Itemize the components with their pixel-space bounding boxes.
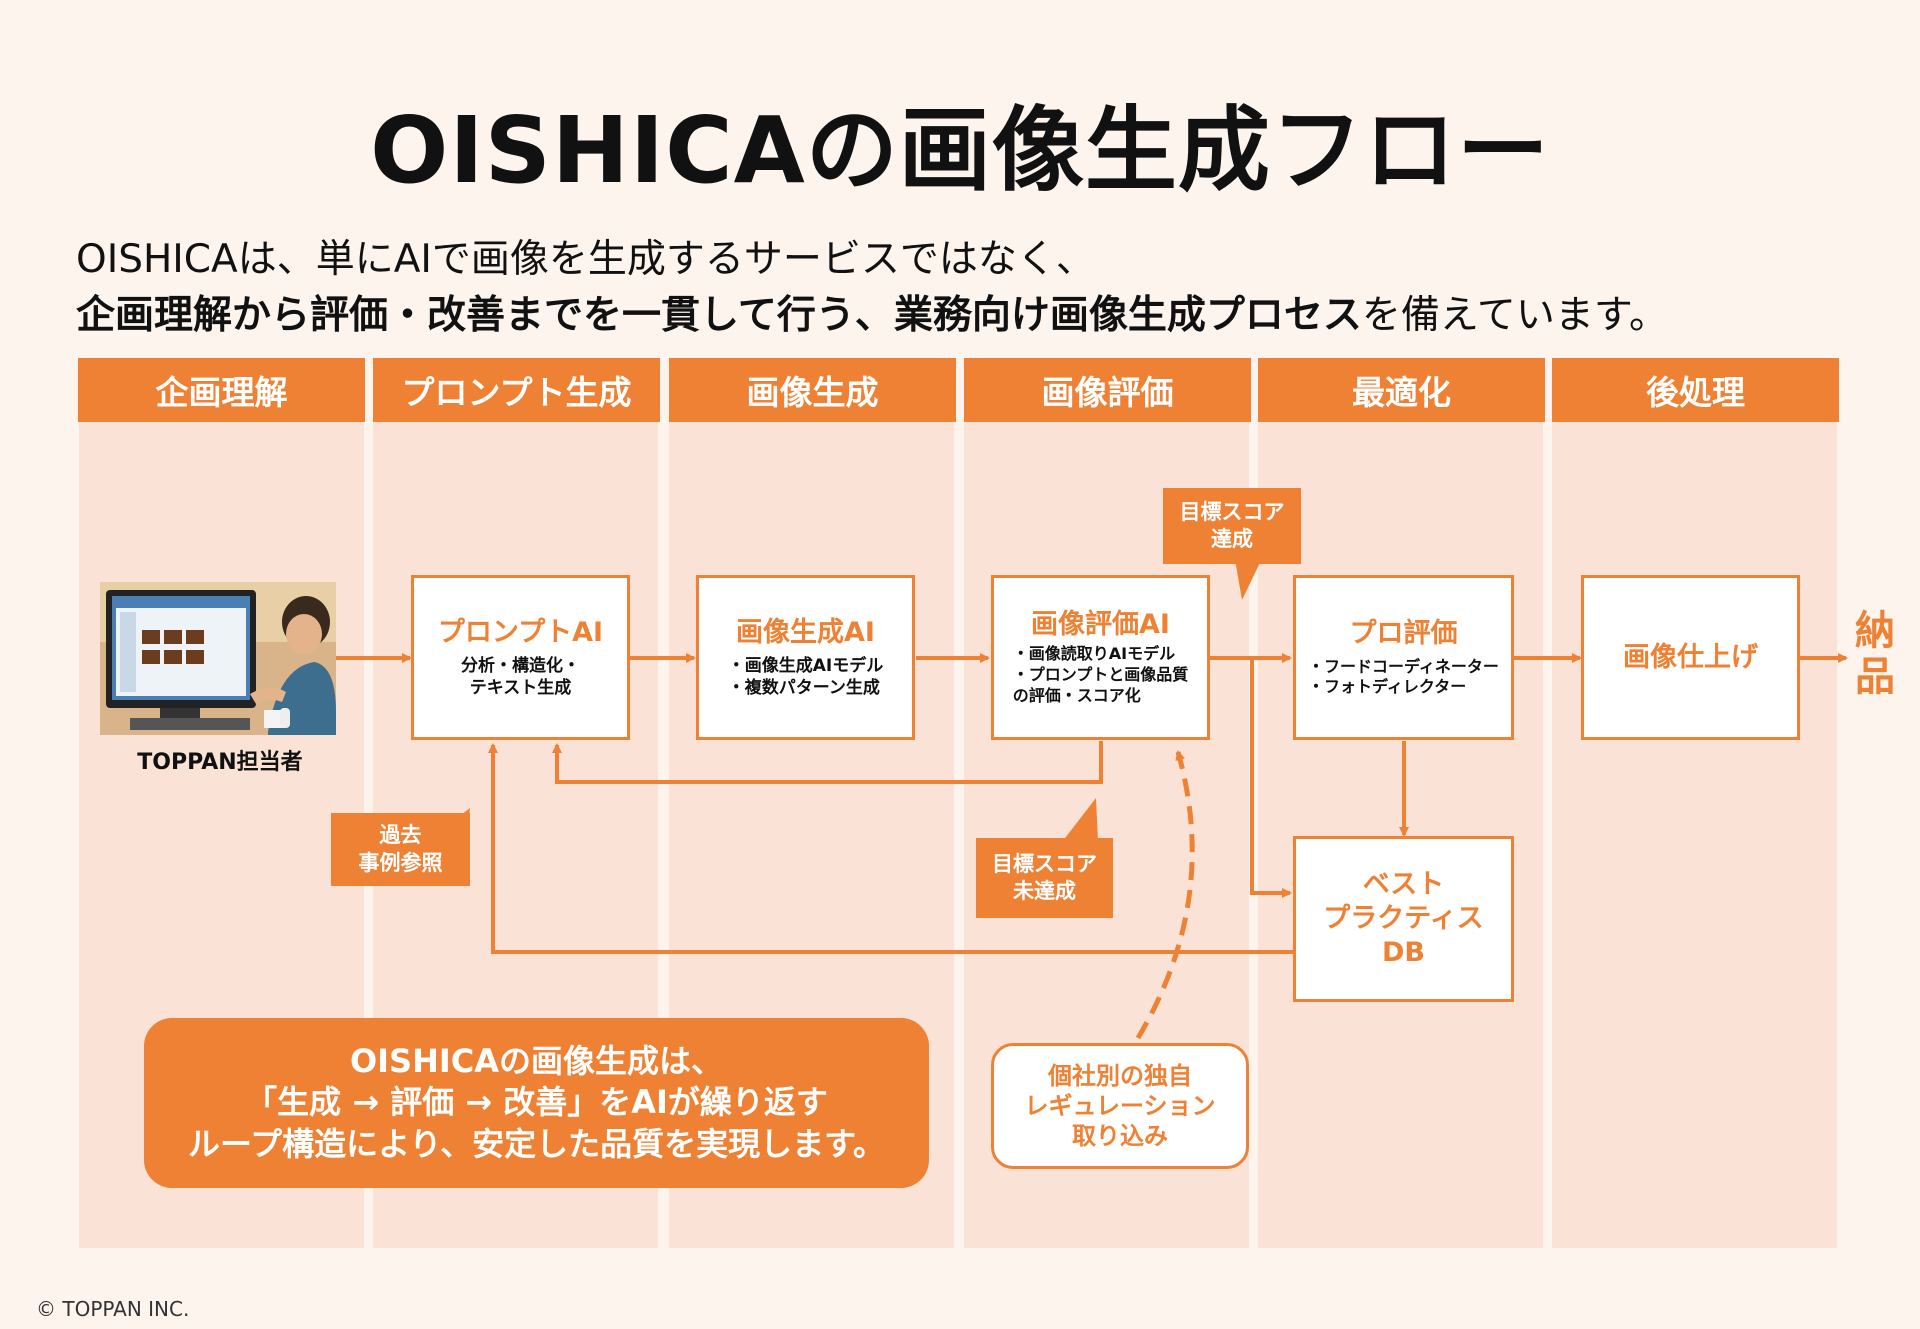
subtitle-tail: を備えています。 bbox=[1361, 293, 1668, 338]
arrow-db-feedback bbox=[488, 743, 1296, 954]
box-image-finish-title: 画像仕上げ bbox=[1623, 641, 1758, 673]
box-pro-eval: プロ評価 ・フードコーディネーター ・フォトディレクター bbox=[1293, 575, 1514, 740]
arrow-eval-to-db bbox=[1250, 658, 1292, 898]
subtitle-line2: 企画理解から評価・改善までを一貫して行う、業務向け画像生成プロセスを備えています… bbox=[76, 296, 1668, 335]
person-label: TOPPAN担当者 bbox=[137, 750, 303, 775]
arrow-regulation-dashed bbox=[1135, 750, 1195, 1040]
box-regulation: 個社別の独自 レギュレーション 取り込み bbox=[991, 1043, 1249, 1169]
tag-score-achieved: 目標スコア 達成 bbox=[1163, 488, 1301, 564]
box-image-gen-ai-desc: ・画像生成AIモデル ・複数パターン生成 bbox=[727, 656, 884, 699]
lane-header-prompt: プロンプト生成 bbox=[373, 358, 660, 422]
callout-line2: 「生成 → 評価 → 改善」をAIが繰り返す bbox=[245, 1083, 828, 1122]
box-prompt-ai: プロンプトAI 分析・構造化・ テキスト生成 bbox=[411, 575, 630, 740]
arrow-retry-loop bbox=[552, 741, 1103, 784]
lane-header-optimize: 最適化 bbox=[1258, 358, 1545, 422]
box-image-eval-ai: 画像評価AI ・画像読取りAIモデル ・プロンプトと画像品質 の評価・スコア化 bbox=[991, 575, 1210, 740]
tag-past-cases: 過去 事例参照 bbox=[331, 813, 470, 886]
box-best-practice-db: ベスト プラクティス DB bbox=[1293, 836, 1514, 1002]
box-best-practice-db-title: ベスト プラクティス DB bbox=[1323, 869, 1484, 968]
box-pro-eval-desc: ・フードコーディネーター ・フォトディレクター bbox=[1308, 656, 1499, 697]
person-at-computer-illustration bbox=[100, 582, 336, 735]
box-prompt-ai-desc: 分析・構造化・ テキスト生成 bbox=[461, 656, 580, 699]
tag-pointer-not-achieved bbox=[1062, 798, 1098, 842]
box-pro-eval-title: プロ評価 bbox=[1349, 617, 1458, 649]
callout-line3: ループ構造により、安定した品質を実現します。 bbox=[188, 1124, 885, 1163]
lane-header-planning: 企画理解 bbox=[78, 358, 365, 422]
lane-header-image-gen: 画像生成 bbox=[669, 358, 956, 422]
delivery-label: 納 品 bbox=[1855, 608, 1895, 700]
lane-header-post: 後処理 bbox=[1552, 358, 1839, 422]
lane-post bbox=[1552, 420, 1837, 1248]
copyright: © TOPPAN INC. bbox=[36, 1297, 190, 1321]
box-image-gen-ai-title: 画像生成AI bbox=[736, 616, 875, 648]
callout-line1: OISHICAの画像生成は、 bbox=[349, 1041, 724, 1080]
tag-score-not-achieved: 目標スコア 未達成 bbox=[976, 838, 1113, 918]
page-title: OISHICAの画像生成フロー bbox=[370, 97, 1550, 204]
subtitle-emphasis: 企画理解から評価・改善までを一貫して行う、業務向け画像生成プロセス bbox=[76, 293, 1362, 338]
box-regulation-title: 個社別の独自 レギュレーション 取り込み bbox=[1024, 1062, 1216, 1150]
lane-header-image-eval: 画像評価 bbox=[964, 358, 1251, 422]
box-image-eval-ai-title: 画像評価AI bbox=[1031, 609, 1170, 641]
subtitle-line1: OISHICAは、単にAIで画像を生成するサービスではなく、 bbox=[76, 237, 1095, 282]
box-image-finish: 画像仕上げ bbox=[1581, 575, 1800, 740]
box-prompt-ai-title: プロンプトAI bbox=[437, 616, 604, 648]
box-image-eval-ai-desc: ・画像読取りAIモデル ・プロンプトと画像品質 の評価・スコア化 bbox=[1012, 644, 1189, 705]
summary-callout: OISHICAの画像生成は、 「生成 → 評価 → 改善」をAIが繰り返す ルー… bbox=[144, 1018, 929, 1188]
box-image-gen-ai: 画像生成AI ・画像生成AIモデル ・複数パターン生成 bbox=[696, 575, 915, 740]
